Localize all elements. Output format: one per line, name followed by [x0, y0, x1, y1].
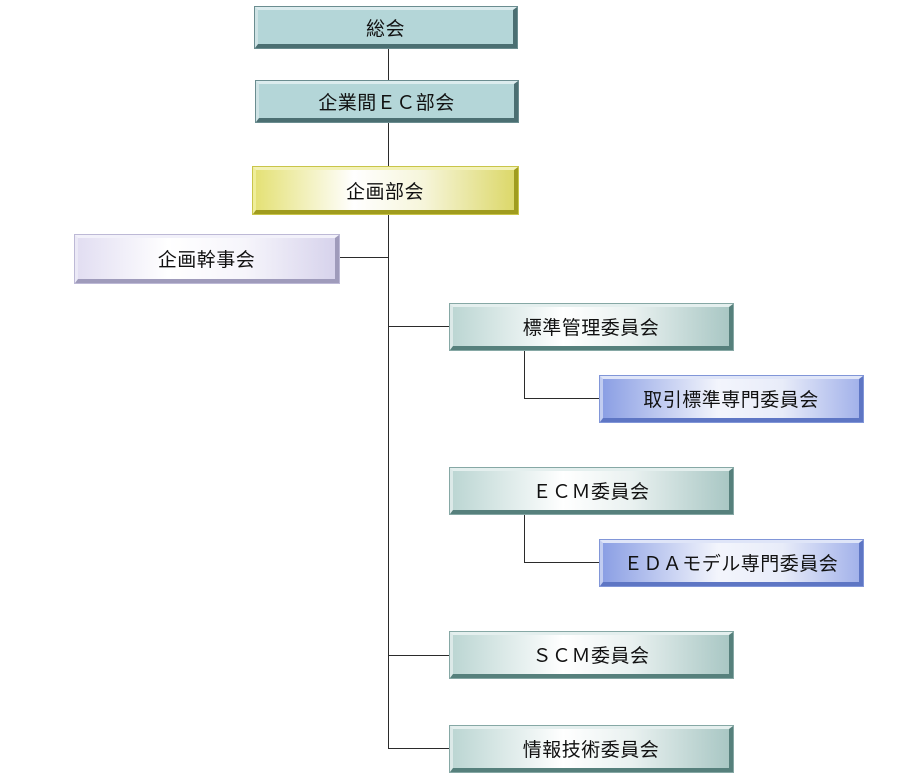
- planning-secretariat-box: 企画幹事会: [74, 234, 340, 284]
- standards-mgmt-box: 標準管理委員会: [449, 303, 734, 351]
- ecm-label: ＥＣＭ委員会: [532, 481, 650, 503]
- planning-secretariat-label: 企画幹事会: [157, 249, 256, 271]
- trade-standards-expert-box: 取引標準専門委員会: [599, 375, 864, 423]
- trade-standards-expert-label: 取引標準専門委員会: [643, 389, 819, 411]
- standards-mgmt-label: 標準管理委員会: [522, 317, 660, 339]
- it-committee-box: 情報技術委員会: [449, 725, 734, 773]
- scm-label: ＳＣＭ委員会: [532, 645, 650, 667]
- general-meeting-box: 総会: [254, 6, 518, 49]
- scm-box: ＳＣＭ委員会: [449, 631, 734, 679]
- eda-model-expert-label: ＥＤＡモデル専門委員会: [623, 553, 839, 575]
- it-committee-label: 情報技術委員会: [522, 739, 660, 761]
- general-meeting-label: 総会: [365, 17, 405, 40]
- ecm-box: ＥＣＭ委員会: [449, 467, 734, 515]
- inter-company-ec-box: 企業間ＥＣ部会: [255, 80, 519, 123]
- inter-company-ec-label: 企業間ＥＣ部会: [318, 91, 455, 114]
- planning-division-label: 企画部会: [345, 180, 424, 203]
- eda-model-expert-box: ＥＤＡモデル専門委員会: [599, 539, 864, 587]
- planning-division-box: 企画部会: [252, 166, 519, 215]
